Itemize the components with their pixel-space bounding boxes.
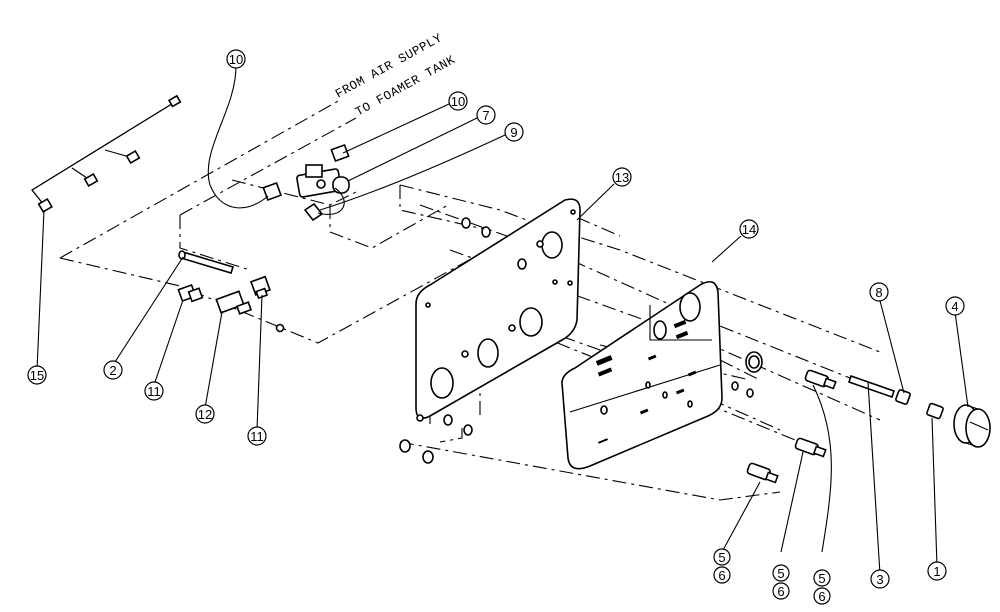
balloon-5-lower-text: 5: [718, 550, 725, 565]
part-3-rod: [847, 374, 896, 399]
balloon-8: 8: [869, 282, 889, 302]
balloon-3: 3: [870, 569, 890, 589]
o-ring-small: [275, 323, 285, 333]
balloon-11-right-text: 11: [250, 429, 264, 444]
balloon-4-text: 4: [951, 299, 958, 314]
balloon-10-upper-text: 10: [229, 52, 243, 67]
balloon-10-right-text: 10: [451, 94, 465, 109]
balloon-11-left: 11: [144, 381, 164, 401]
balloon-1: 1: [927, 561, 947, 581]
balloon-14: 14: [739, 219, 759, 239]
balloon-2-text: 2: [109, 363, 116, 378]
balloon-14-text: 14: [742, 222, 756, 237]
balloon-5-upper-text: 5: [818, 571, 825, 586]
part-14-front-panel: [561, 280, 723, 470]
balloon-7-text: 7: [482, 108, 489, 123]
balloon-5-middle-text: 5: [777, 566, 784, 581]
note-from-air-supply: FROM AIR SUPPLY: [59, 31, 445, 259]
part-11-elbow-right: [250, 275, 271, 300]
balloon-8-text: 8: [875, 285, 882, 300]
balloon-3-text: 3: [876, 572, 883, 587]
part-8-nut: [895, 389, 911, 405]
part-13-mounting-plate: [415, 198, 581, 422]
part-12-tee: [215, 290, 253, 315]
balloon-11-right: 11: [247, 426, 267, 446]
balloon-9-text: 9: [510, 125, 517, 140]
part-15-hose-manifold: [31, 94, 182, 213]
part-2-tube: [178, 250, 235, 274]
part-5-connector-middle: [794, 437, 827, 458]
part-11-elbow-left: [177, 283, 204, 303]
part-1-adapter: [926, 402, 944, 420]
balloon-12-text: 12: [198, 407, 212, 422]
balloon-13: 13: [612, 167, 632, 187]
balloon-5-middle: 5 6: [772, 564, 790, 600]
valve-assembly: [262, 143, 350, 222]
balloon-2: 2: [103, 360, 123, 380]
balloon-6-middle-text: 6: [777, 584, 784, 599]
part-5-connector-upper: [804, 369, 837, 390]
part-4-pressure-gauge: [953, 404, 991, 448]
balloon-1-text: 1: [933, 564, 940, 579]
balloon-12: 12: [195, 404, 215, 424]
balloon-15: 15: [27, 365, 47, 385]
balloon-4: 4: [945, 296, 965, 316]
balloon-15-text: 15: [30, 368, 44, 383]
balloon-6-lower-text: 6: [718, 568, 725, 583]
balloon-5-upper: 5 6: [813, 569, 831, 605]
part-5-connector-lower: [746, 462, 779, 484]
leader-lines: [36, 65, 969, 575]
balloon-6-upper-text: 6: [818, 589, 825, 604]
balloon-7: 7: [476, 105, 496, 125]
balloon-13-text: 13: [615, 170, 629, 185]
balloon-9: 9: [504, 122, 524, 142]
balloon-11-left-text: 11: [147, 384, 161, 399]
washers-upper: [399, 217, 763, 464]
balloon-10-upper: 10: [226, 49, 246, 69]
balloon-5-lower: 5 6: [713, 548, 731, 584]
balloon-10-right: 10: [448, 91, 468, 111]
